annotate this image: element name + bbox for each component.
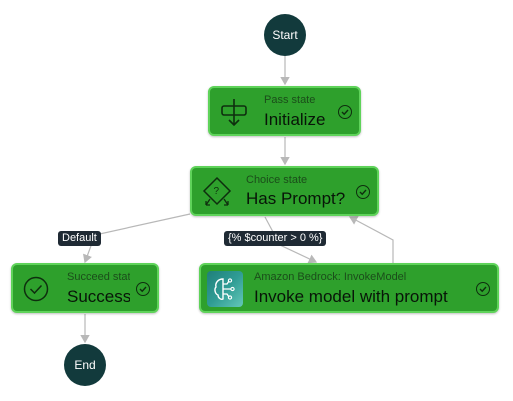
succeed-text-clip: Succeed state Success xyxy=(67,265,130,311)
start-label: Start xyxy=(272,28,298,42)
task-state-invoke-model[interactable]: Amazon Bedrock: InvokeModel Invoke model… xyxy=(199,263,499,313)
state-name: Has Prompt? xyxy=(246,189,346,208)
choice-state-has-prompt[interactable]: ? Choice state Has Prompt? xyxy=(190,166,379,216)
state-type-label: Pass state xyxy=(264,94,316,106)
check-circle-icon xyxy=(136,282,150,296)
edge-label-condition: {% $counter > 0 %} xyxy=(224,231,327,246)
check-circle-icon xyxy=(338,105,352,119)
state-type-label: Succeed state xyxy=(67,271,130,283)
check-circle-icon xyxy=(476,282,490,296)
state-name: Success xyxy=(67,287,130,306)
state-type-label: Choice state xyxy=(246,174,308,186)
state-name: Invoke model with prompt xyxy=(254,287,448,306)
svg-text:?: ? xyxy=(214,186,220,197)
edge-invoke-loop-to-has-prompt xyxy=(348,216,394,263)
state-type-label: Amazon Bedrock: InvokeModel xyxy=(254,271,407,283)
end-node[interactable]: End xyxy=(64,344,106,386)
state-name: Initialize xyxy=(264,110,326,129)
check-circle-icon xyxy=(356,185,370,199)
start-node[interactable]: Start xyxy=(264,14,306,56)
bedrock-brain-icon xyxy=(207,271,243,307)
success-check-icon xyxy=(23,276,49,307)
end-label: End xyxy=(74,358,96,372)
choice-state-icon: ? xyxy=(200,175,234,214)
pass-state-initialize[interactable]: Pass state Initialize xyxy=(208,86,361,136)
pass-state-icon xyxy=(219,97,249,132)
edge-label-default: Default xyxy=(58,231,101,246)
succeed-state-success[interactable]: Succeed state Success xyxy=(11,263,159,313)
